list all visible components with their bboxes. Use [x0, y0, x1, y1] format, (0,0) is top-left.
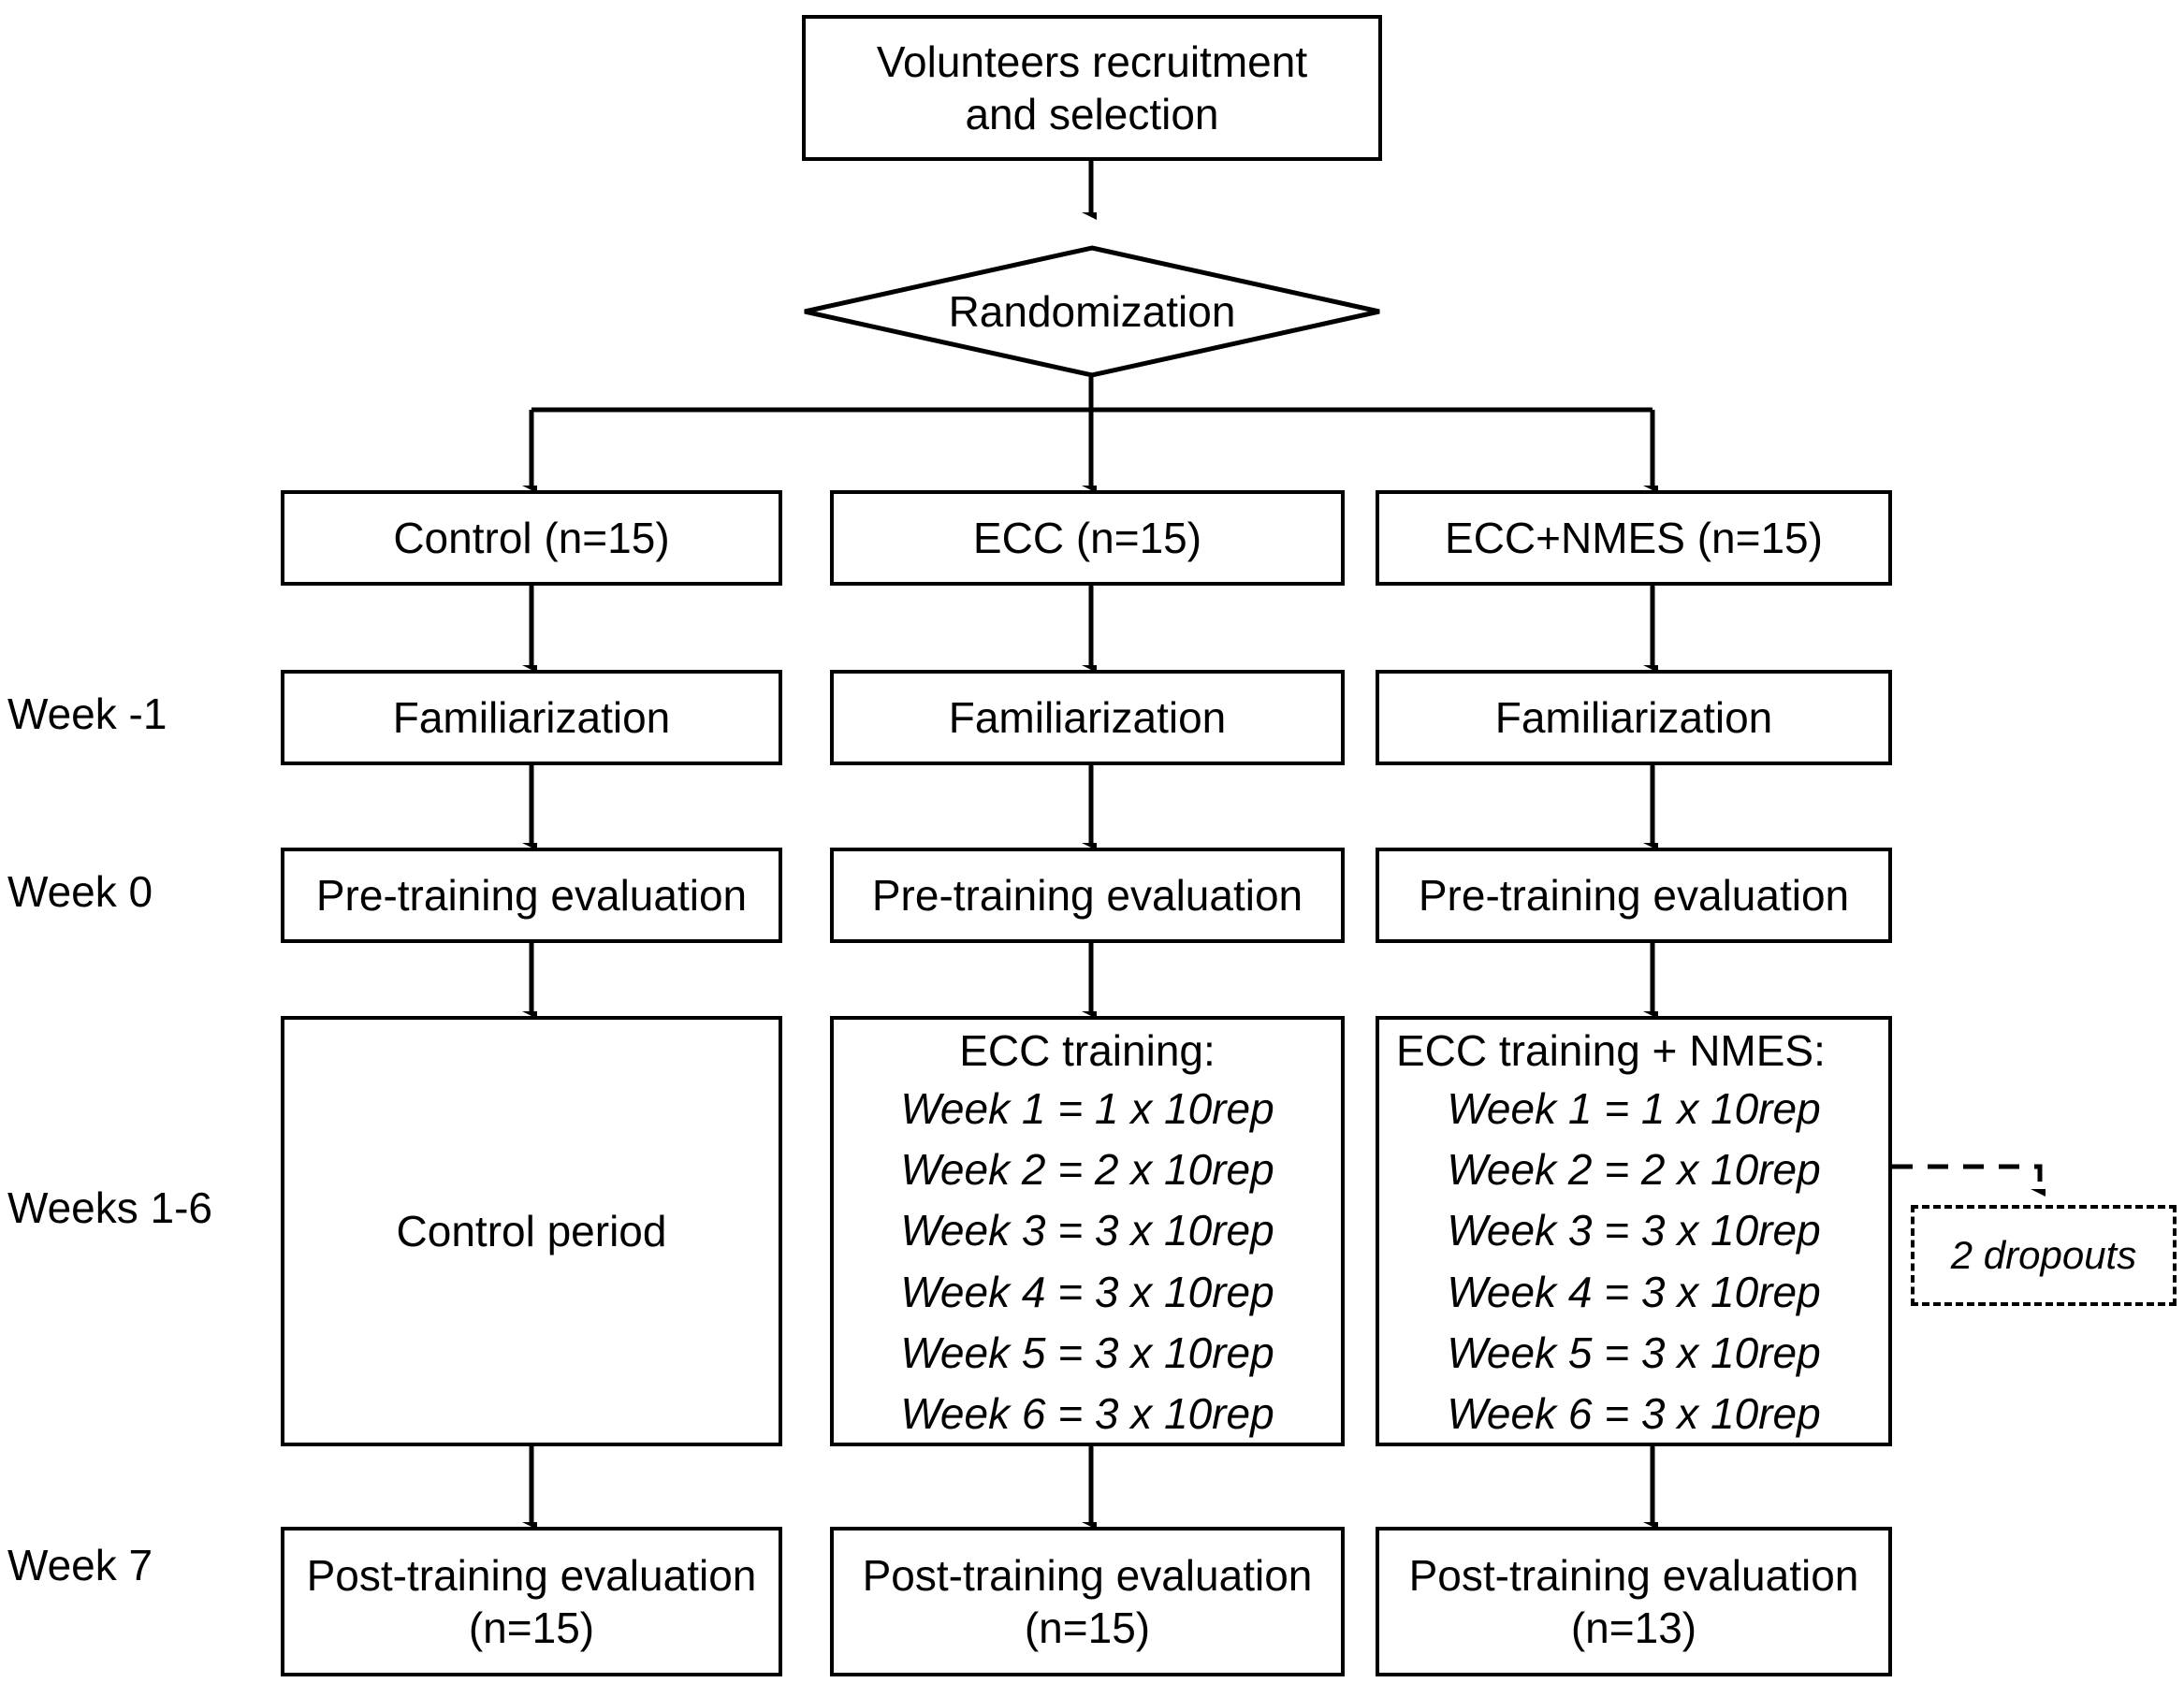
- node-volunteers-recruitment[interactable]: Volunteers recruitment and selection: [802, 15, 1382, 161]
- node-intervention-control[interactable]: Control period: [281, 1016, 782, 1446]
- intervention-ecc-line-4: Week 4 = 3 x 10rep: [900, 1267, 1274, 1316]
- node-post-training-control[interactable]: Post-training evaluation (n=15): [281, 1527, 782, 1676]
- recruitment-line-1: Volunteers recruitment: [876, 36, 1308, 86]
- node-dropouts[interactable]: 2 dropouts: [1911, 1205, 2177, 1306]
- group-header-ecc-label: ECC (n=15): [972, 513, 1202, 562]
- post-training-ecc-nmes-line-1: Post-training evaluation: [1408, 1550, 1859, 1600]
- node-pre-training-control[interactable]: Pre-training evaluation: [281, 848, 782, 943]
- group-header-control-label: Control (n=15): [393, 513, 670, 562]
- recruitment-line-2: and selection: [965, 90, 1219, 138]
- timeline-label-week-minus-1: Week -1: [7, 689, 167, 738]
- intervention-ecc-nmes-line-5: Week 5 = 3 x 10rep: [1447, 1328, 1821, 1377]
- group-header-ecc-nmes-label: ECC+NMES (n=15): [1445, 513, 1823, 562]
- node-intervention-ecc-nmes[interactable]: ECC training + NMES: Week 1 = 1 x 10rep …: [1376, 1016, 1892, 1446]
- node-pre-training-ecc[interactable]: Pre-training evaluation: [830, 848, 1345, 943]
- node-randomization[interactable]: Randomization: [802, 245, 1382, 378]
- intervention-ecc-title: ECC training:: [959, 1026, 1216, 1075]
- pre-training-ecc-label: Pre-training evaluation: [871, 870, 1303, 920]
- timeline-label-weeks-1-6: Weeks 1-6: [7, 1183, 213, 1232]
- intervention-ecc-line-2: Week 2 = 2 x 10rep: [900, 1144, 1274, 1194]
- dropouts-label: 2 dropouts: [1950, 1233, 2137, 1277]
- intervention-ecc-nmes-title: ECC training + NMES:: [1396, 1026, 1826, 1075]
- node-post-training-ecc[interactable]: Post-training evaluation (n=15): [830, 1527, 1345, 1676]
- intervention-ecc-line-5: Week 5 = 3 x 10rep: [900, 1328, 1274, 1377]
- pre-training-control-label: Pre-training evaluation: [315, 870, 748, 920]
- node-familiarization-ecc[interactable]: Familiarization: [830, 670, 1345, 765]
- post-training-ecc-line-1: Post-training evaluation: [862, 1550, 1313, 1600]
- intervention-ecc-nmes-lines: Week 1 = 1 x 10rep Week 2 = 2 x 10rep We…: [1447, 1079, 1820, 1445]
- familiarization-ecc-nmes-label: Familiarization: [1494, 692, 1773, 742]
- group-header-ecc-nmes[interactable]: ECC+NMES (n=15): [1376, 490, 1892, 586]
- intervention-ecc-nmes-line-6: Week 6 = 3 x 10rep: [1447, 1389, 1821, 1439]
- intervention-ecc-nmes-line-1: Week 1 = 1 x 10rep: [1447, 1083, 1821, 1133]
- timeline-label-week-7: Week 7: [7, 1541, 153, 1589]
- group-header-ecc[interactable]: ECC (n=15): [830, 490, 1345, 586]
- intervention-ecc-line-6: Week 6 = 3 x 10rep: [900, 1389, 1274, 1439]
- node-familiarization-ecc-nmes[interactable]: Familiarization: [1376, 670, 1892, 765]
- post-training-ecc-nmes-line-2: (n=13): [1570, 1603, 1697, 1652]
- node-pre-training-ecc-nmes[interactable]: Pre-training evaluation: [1376, 848, 1892, 943]
- intervention-control-label: Control period: [396, 1206, 667, 1255]
- intervention-ecc-line-1: Week 1 = 1 x 10rep: [900, 1083, 1274, 1133]
- timeline-label-week-0: Week 0: [7, 867, 153, 916]
- node-intervention-ecc[interactable]: ECC training: Week 1 = 1 x 10rep Week 2 …: [830, 1016, 1345, 1446]
- familiarization-ecc-label: Familiarization: [948, 692, 1227, 742]
- intervention-ecc-nmes-line-3: Week 3 = 3 x 10rep: [1447, 1206, 1821, 1255]
- post-training-ecc-line-2: (n=15): [1024, 1603, 1151, 1652]
- post-training-control-line-2: (n=15): [468, 1603, 595, 1652]
- group-header-control[interactable]: Control (n=15): [281, 490, 782, 586]
- pre-training-ecc-nmes-label: Pre-training evaluation: [1418, 870, 1850, 920]
- post-training-control-line-1: Post-training evaluation: [306, 1550, 757, 1600]
- familiarization-control-label: Familiarization: [392, 692, 671, 742]
- node-post-training-ecc-nmes[interactable]: Post-training evaluation (n=13): [1376, 1527, 1892, 1676]
- node-familiarization-control[interactable]: Familiarization: [281, 670, 782, 765]
- intervention-ecc-nmes-line-2: Week 2 = 2 x 10rep: [1447, 1144, 1821, 1194]
- intervention-ecc-lines: Week 1 = 1 x 10rep Week 2 = 2 x 10rep We…: [900, 1079, 1274, 1445]
- intervention-ecc-line-3: Week 3 = 3 x 10rep: [900, 1206, 1274, 1255]
- intervention-ecc-nmes-line-4: Week 4 = 3 x 10rep: [1447, 1267, 1821, 1316]
